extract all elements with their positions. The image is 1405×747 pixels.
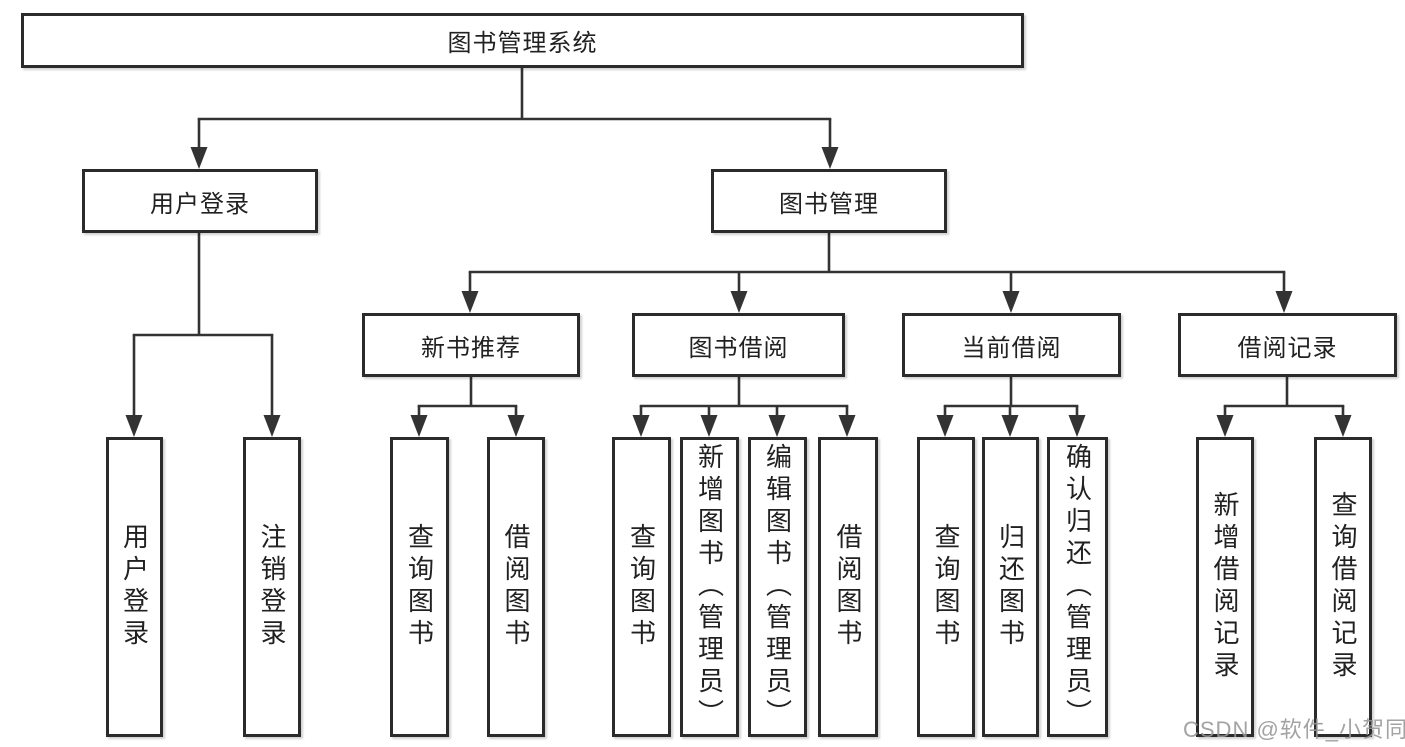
leaf-newbook-query-books: 查询图书 [390,437,449,737]
leaf-borrow-borrow-books: 借阅图书 [818,437,878,737]
leaf-record-add-borrow-record: 新增借阅记录 [1196,437,1254,737]
leaf-logout: 注销登录 [243,437,301,737]
leaf-current-confirm-return-admin: 确认归还（管理员） [1047,437,1108,737]
leaf-record-query-borrow-record-label: 查询借阅记录 [1328,491,1358,683]
node-book-borrow: 图书借阅 [632,313,845,377]
csdn-watermark: CSDN @软件_小贺同学 [1183,717,1405,742]
leaf-newbook-query-books-label: 查询图书 [404,523,435,651]
leaf-borrow-edit-books-admin: 编辑图书（管理员） [748,437,807,737]
leaf-borrow-add-books-admin-label: 新增图书（管理员） [694,443,725,731]
node-current-borrow-label: 当前借阅 [961,334,1062,362]
node-user-login: 用户登录 [82,169,318,233]
node-borrow-record: 借阅记录 [1178,313,1397,377]
node-library-system-label: 图书管理系统 [447,30,598,57]
leaf-newbook-borrow-books-label: 借阅图书 [501,523,531,651]
node-book-management-label: 图书管理 [779,190,879,218]
node-new-book-recommend-label: 新书推荐 [421,334,521,362]
node-user-login-label: 用户登录 [150,190,250,218]
leaf-record-query-borrow-record: 查询借阅记录 [1314,437,1372,737]
leaf-current-return-books-label: 归还图书 [995,523,1026,651]
leaf-current-query-books-label: 查询图书 [931,523,961,651]
leaf-borrow-query-books: 查询图书 [612,437,671,737]
leaf-logout-label: 注销登录 [257,523,287,651]
leaf-record-add-borrow-record-label: 新增借阅记录 [1210,491,1240,683]
node-book-management: 图书管理 [711,169,947,233]
leaf-borrow-query-books-label: 查询图书 [626,523,657,651]
leaf-borrow-add-books-admin: 新增图书（管理员） [680,437,739,737]
leaf-user-login: 用户登录 [106,437,163,737]
node-library-system: 图书管理系统 [21,13,1024,68]
leaf-current-confirm-return-admin-label: 确认归还（管理员） [1062,443,1093,731]
node-new-book-recommend: 新书推荐 [362,313,580,377]
leaf-current-query-books: 查询图书 [917,437,975,737]
leaf-borrow-edit-books-admin-label: 编辑图书（管理员） [762,443,793,731]
leaf-borrow-borrow-books-label: 借阅图书 [833,523,863,651]
leaf-newbook-borrow-books: 借阅图书 [487,437,545,737]
leaf-user-login-label: 用户登录 [119,523,150,651]
node-current-borrow: 当前借阅 [902,313,1121,377]
node-book-borrow-label: 图书借阅 [688,334,789,362]
leaf-current-return-books: 归还图书 [982,437,1039,737]
node-borrow-record-label: 借阅记录 [1237,334,1338,362]
